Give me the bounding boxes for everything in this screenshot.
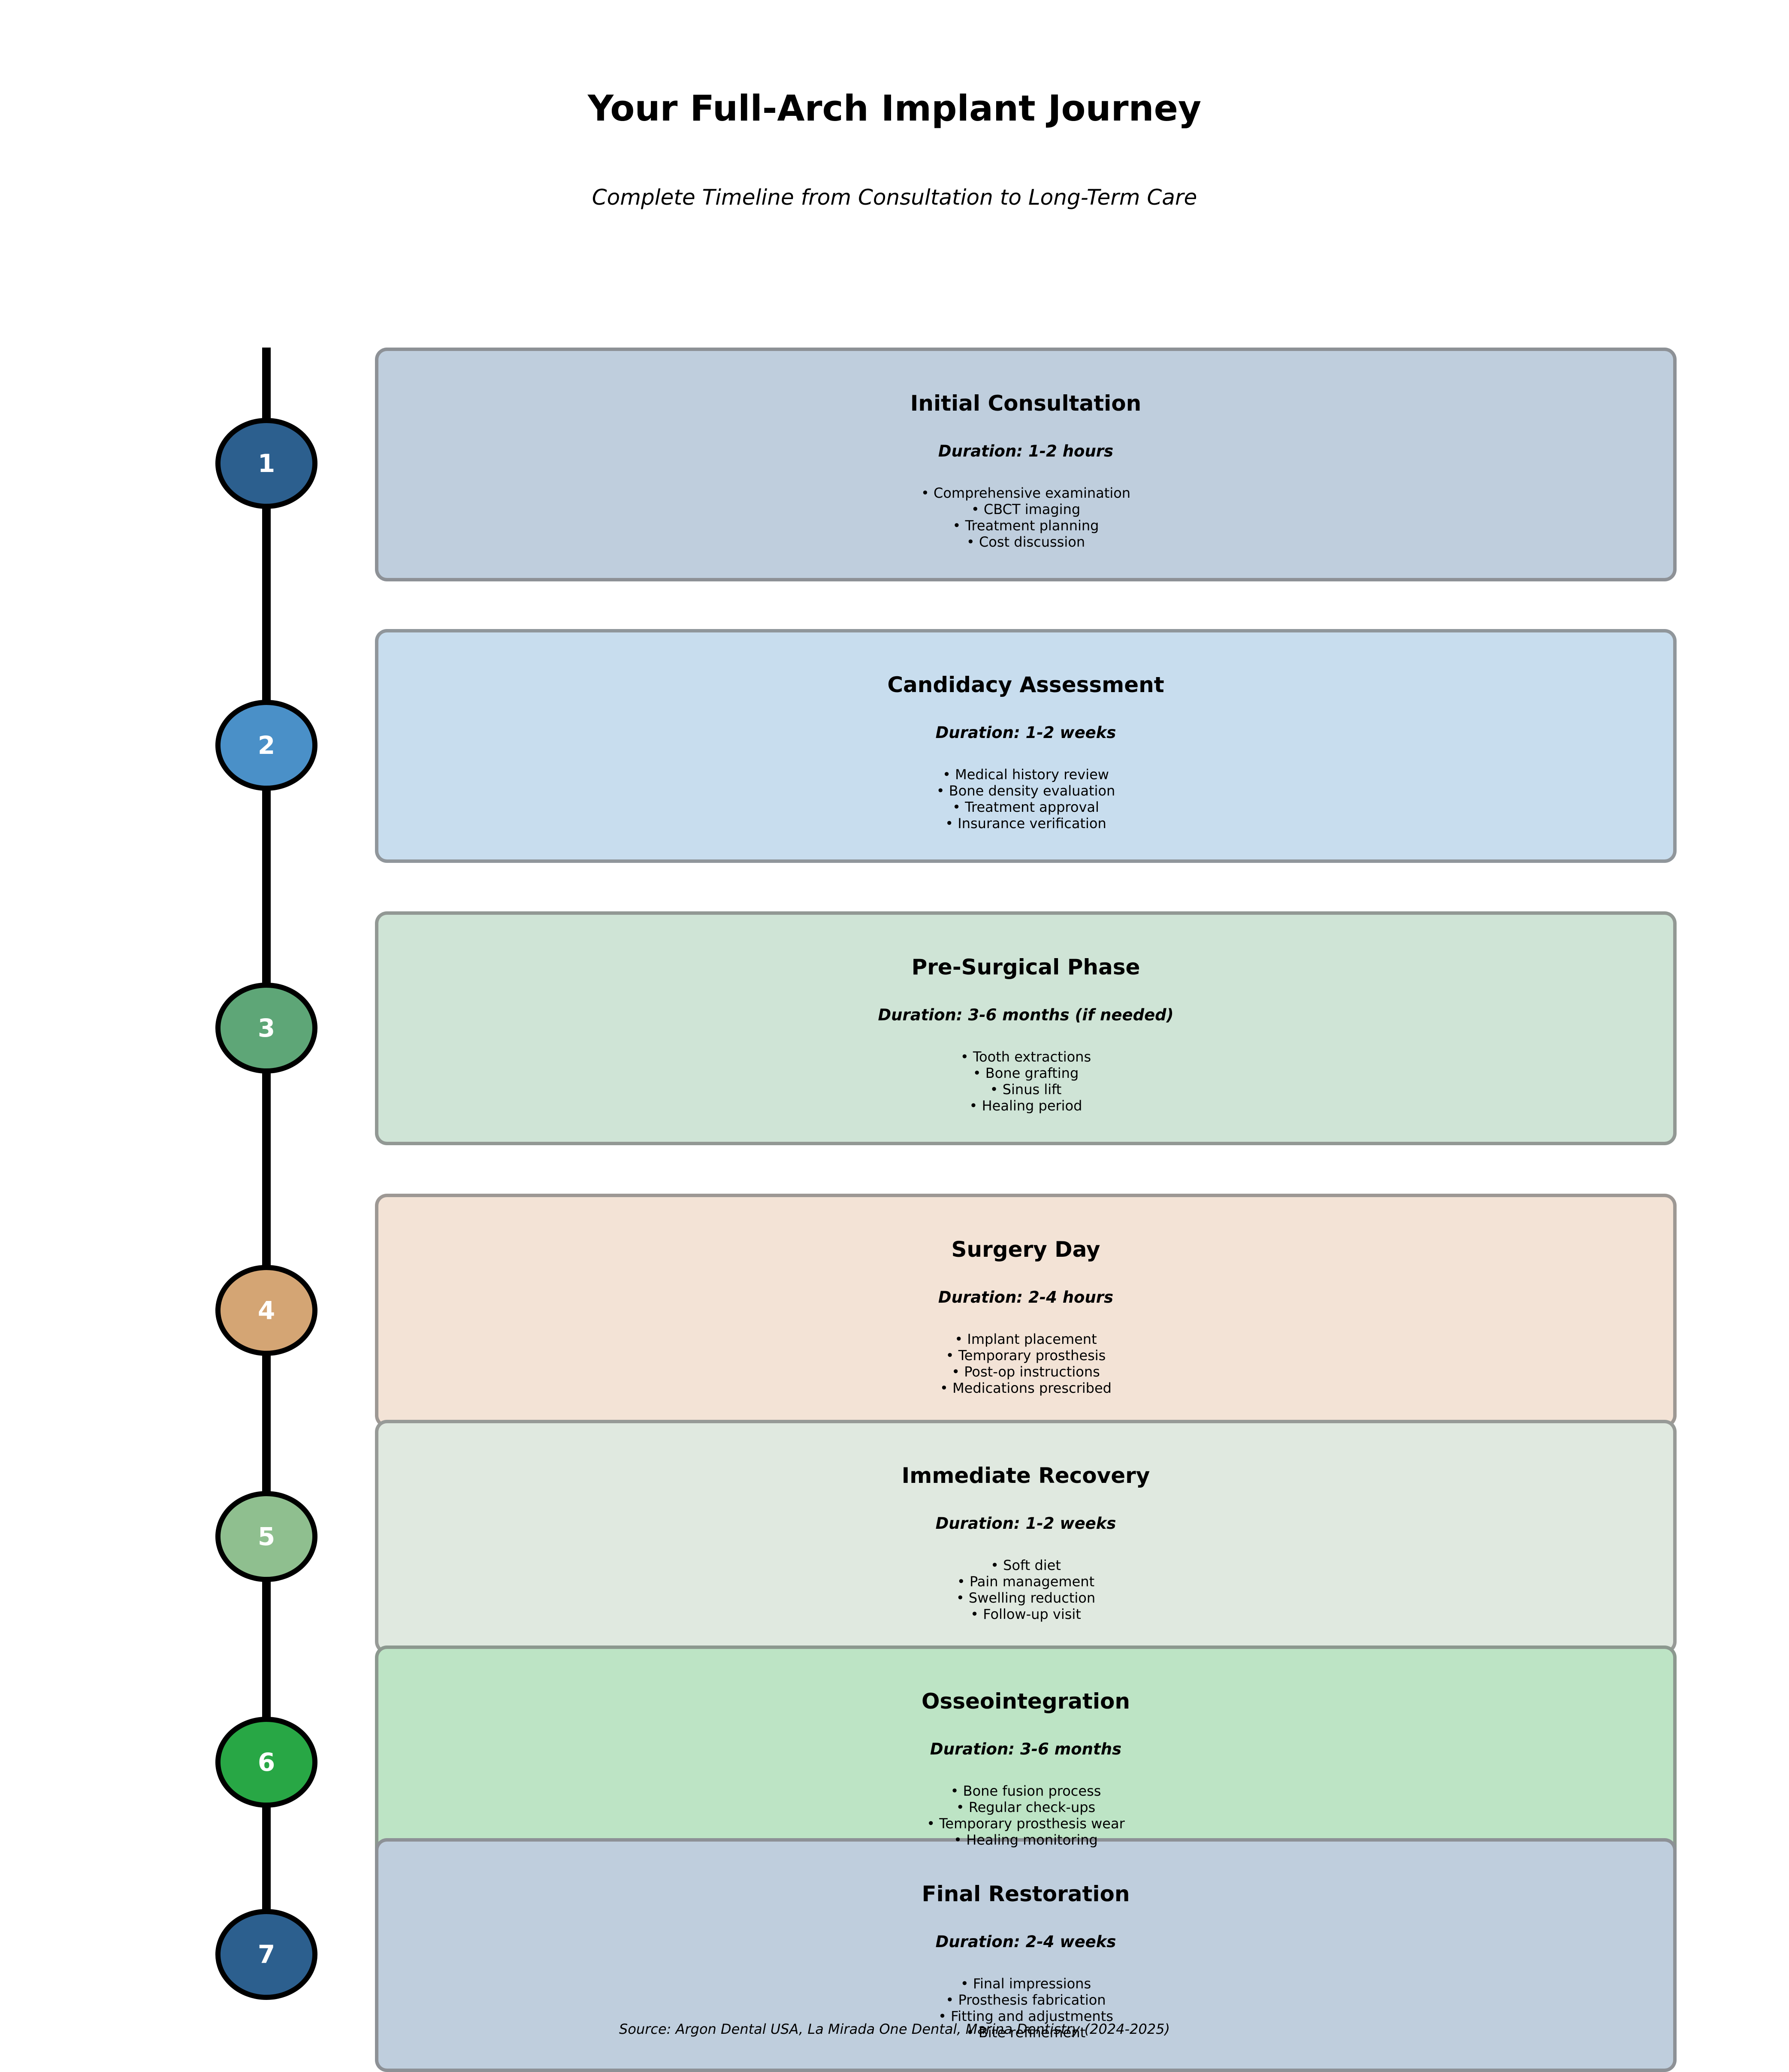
step-detail-item: • Treatment planning <box>952 517 1099 534</box>
step-detail-item: • Cost discussion <box>966 534 1085 550</box>
step-number: 4 <box>257 1296 275 1325</box>
step-details-list: • Comprehensive examination• CBCT imagin… <box>375 485 1677 550</box>
step-detail-item: • Soft diet <box>991 1557 1061 1573</box>
step-number: 3 <box>257 1013 275 1043</box>
step-detail-item: • Regular check-ups <box>956 1799 1096 1815</box>
step-number: 6 <box>257 1748 275 1777</box>
step-detail-item: • Temporary prosthesis wear <box>927 1815 1125 1832</box>
step-card <box>375 911 1677 1145</box>
step-detail-item: • Follow-up visit <box>970 1606 1081 1622</box>
step-marker <box>215 1909 317 2000</box>
step-details-list: • Final impressions• Prosthesis fabricat… <box>375 1975 1677 2041</box>
step-title: Pre-Surgical Phase <box>911 955 1140 980</box>
step-card <box>375 629 1677 863</box>
step-detail-item: • Bone grafting <box>973 1065 1079 1081</box>
step-duration: Duration: 1-2 hours <box>938 442 1114 460</box>
step-number: 7 <box>257 1940 275 1969</box>
step-details-list: • Medical history review• Bone density e… <box>375 766 1677 832</box>
step-title: Final Restoration <box>922 1881 1130 1906</box>
step-title: Osseointegration <box>921 1689 1130 1714</box>
step-detail-item: • CBCT imaging <box>971 501 1081 517</box>
step-detail-item: • Bone fusion process <box>950 1783 1101 1799</box>
step-detail-item: • Medications prescribed <box>940 1380 1112 1396</box>
step-detail-item: • Final impressions <box>960 1975 1091 1992</box>
step-details-list: • Bone fusion process• Regular check-ups… <box>375 1783 1677 1848</box>
step-detail-item: • Post-op instructions <box>952 1364 1100 1380</box>
step-number: 2 <box>257 731 275 760</box>
step-card <box>375 1194 1677 1428</box>
step-title: Initial Consultation <box>910 391 1142 416</box>
step-detail-item: • Bite refinement <box>966 2024 1086 2041</box>
step-detail-item: • Medical history review <box>943 766 1109 783</box>
step-detail-item: • Bone density evaluation <box>936 783 1115 799</box>
step-number: 5 <box>257 1522 275 1551</box>
step-number: 1 <box>257 449 275 478</box>
step-details-list: • Tooth extractions• Bone grafting• Sinu… <box>375 1049 1677 1114</box>
step-detail-item: • Healing monitoring <box>954 1832 1098 1848</box>
step-duration: Duration: 2-4 hours <box>938 1288 1114 1307</box>
step-detail-item: • Healing period <box>969 1098 1082 1114</box>
step-duration: Duration: 1-2 weeks <box>935 1514 1116 1533</box>
step-detail-item: • Prosthesis fabrication <box>946 1992 1106 2008</box>
step-detail-item: • Insurance verification <box>945 815 1106 832</box>
step-card <box>375 348 1677 581</box>
step-details-list: • Implant placement• Temporary prosthesi… <box>375 1331 1677 1396</box>
page-subtitle: Complete Timeline from Consultation to L… <box>592 185 1197 210</box>
step-duration: Duration: 3-6 months (if needed) <box>878 1006 1174 1024</box>
step-duration: Duration: 2-4 weeks <box>935 1933 1116 1951</box>
step-marker <box>215 418 317 509</box>
page-title: Your Full-Arch Implant Journey <box>587 88 1202 129</box>
step-detail-item: • Pain management <box>957 1573 1095 1590</box>
step-card <box>375 1420 1677 1654</box>
step-detail-item: • Swelling reduction <box>956 1590 1096 1606</box>
step-detail-item: • Sinus lift <box>990 1081 1062 1098</box>
step-details-list: • Soft diet• Pain management• Swelling r… <box>375 1557 1677 1622</box>
step-title: Candidacy Assessment <box>887 672 1164 697</box>
step-detail-item: • Comprehensive examination <box>921 485 1131 501</box>
step-title: Immediate Recovery <box>901 1463 1150 1488</box>
step-detail-item: • Temporary prosthesis <box>946 1347 1106 1364</box>
step-detail-item: • Treatment approval <box>952 799 1099 815</box>
step-duration: Duration: 3-6 months <box>930 1740 1122 1758</box>
step-detail-item: • Tooth extractions <box>960 1049 1091 1065</box>
source-note: Source: Argon Dental USA, La Mirada One … <box>619 2021 1170 2037</box>
step-duration: Duration: 1-2 weeks <box>935 723 1116 742</box>
step-title: Surgery Day <box>951 1237 1100 1262</box>
step-detail-item: • Implant placement <box>955 1331 1097 1347</box>
step-detail-item: • Fitting and adjustments <box>938 2008 1113 2024</box>
